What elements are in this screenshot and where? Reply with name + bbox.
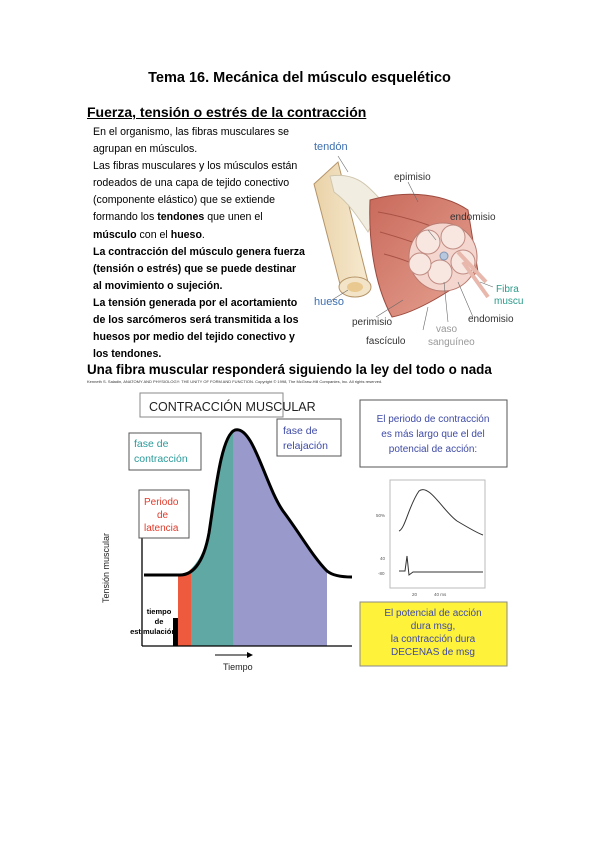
label-tendon: tendón <box>314 141 348 153</box>
muscle-fiber <box>456 250 490 299</box>
contraction-figure: CONTRACCIÓN MUSCULAR Tensión muscular Ti… <box>101 392 508 672</box>
stimulus-label-2: de <box>155 617 164 626</box>
note-top-box <box>359 399 508 468</box>
note-top-3: potencial de acción: <box>389 444 477 455</box>
fascicle-4 <box>427 259 453 285</box>
latency-label-box <box>138 489 190 539</box>
section-heading: Fuerza, tensión o estrés de la contracci… <box>87 104 367 120</box>
note-bottom-3: la contracción dura <box>391 634 476 645</box>
inset-x-label-1: 20 <box>412 592 418 597</box>
contraction-label-box <box>128 432 202 471</box>
label-endomisio-top: endomisio <box>450 212 496 223</box>
label-epimisio: epimisio <box>394 172 431 183</box>
relaxation-label-2: relajación <box>283 440 328 452</box>
label-hueso: hueso <box>314 296 344 308</box>
contraction-curve <box>144 428 353 579</box>
inset-twitch-curve <box>398 489 484 536</box>
label-muscular: muscular <box>494 296 523 307</box>
paragraph-4: La tensión generada por el acortamiento … <box>93 296 299 361</box>
label-fibra: Fibra <box>496 284 519 295</box>
subtitle: Una fibra muscular responderá siguiendo … <box>87 362 492 377</box>
stimulus-marker <box>173 618 178 646</box>
inset-y-label-3: -80 <box>378 571 385 576</box>
inset-action-potential <box>399 555 483 576</box>
latency-label-2: de <box>157 510 169 521</box>
label-fasciculo: fascículo <box>366 336 406 347</box>
label-perimisio: perimisio <box>352 317 392 328</box>
paragraph-2-hueso: hueso <box>170 228 202 241</box>
paragraph-2-text-g: . <box>201 228 205 241</box>
intro-paragraphs: En el organismo, las fibras musculares s… <box>87 124 307 363</box>
figure-header: CONTRACCIÓN MUSCULAR <box>149 399 316 414</box>
muscle-anatomy-figure: tendón epimisio endomisio hueso perimisi… <box>313 141 523 348</box>
note-top-1: El periodo de contracción <box>377 414 490 425</box>
paragraph-2-tendones: tendones <box>157 211 205 224</box>
fascicle-5 <box>408 252 432 276</box>
relaxation-region <box>233 429 327 646</box>
label-leaders <box>331 155 494 331</box>
latency-label-1: Periodo <box>144 497 179 508</box>
fascicle-2 <box>440 224 466 250</box>
x-axis-label: Tiempo <box>223 662 253 672</box>
paragraph-3: La contracción del músculo genera fuerza… <box>93 245 305 292</box>
contraction-label-1: fase de <box>134 438 169 450</box>
relaxation-label-box <box>276 418 342 457</box>
bone-marrow <box>347 282 363 292</box>
figure-credit: Kenneth S. Saladin, ANATOMY AND PHYSIOLO… <box>87 379 383 384</box>
latency-label-3: latencia <box>144 523 179 534</box>
y-axis-label: Tensión muscular <box>101 533 111 603</box>
label-sanguineo: sanguíneo <box>428 337 475 348</box>
note-bottom-4: DECENAS de msg <box>391 647 475 658</box>
note-bottom-1: El potencial de acción <box>384 608 481 619</box>
latency-region <box>178 569 191 646</box>
figure-header-box <box>139 392 284 418</box>
paragraph-2-text-c: que unen el <box>204 211 263 224</box>
fascicle-1 <box>415 229 441 255</box>
label-vaso: vaso <box>436 324 458 335</box>
note-bottom-box <box>359 601 508 667</box>
page-title: Tema 16. Mecánica del músculo esquelétic… <box>148 70 451 86</box>
paragraph-2: Las fibras musculares y los músculos est… <box>87 158 307 243</box>
stimulus-label-3: estimulación <box>130 627 176 636</box>
paragraph-2-text-e: con el <box>136 228 171 241</box>
time-arrow-head <box>247 652 253 658</box>
inset-chart-box <box>389 479 486 589</box>
paragraph-2-musculo: músculo <box>93 228 137 241</box>
label-endomisio-bottom: endomisio <box>468 314 514 325</box>
contraction-label-2: contracción <box>134 453 188 465</box>
relaxation-label-1: fase de <box>283 425 318 437</box>
note-bottom-2: dura msg, <box>411 621 455 632</box>
note-top-2: es más largo que el del <box>381 429 484 440</box>
paragraph-1: En el organismo, las fibras musculares s… <box>93 126 290 156</box>
paragraph-2-text-a: Las fibras musculares y los músculos est… <box>93 160 298 224</box>
inset-y-label-1: 50% <box>376 513 385 518</box>
stimulus-label-1: tiempo <box>147 607 172 616</box>
blood-vessel <box>439 251 449 261</box>
inset-y-label-2: 40 <box>380 556 386 561</box>
inset-x-label-2: 40 ms <box>434 592 447 597</box>
contraction-region <box>191 430 233 646</box>
